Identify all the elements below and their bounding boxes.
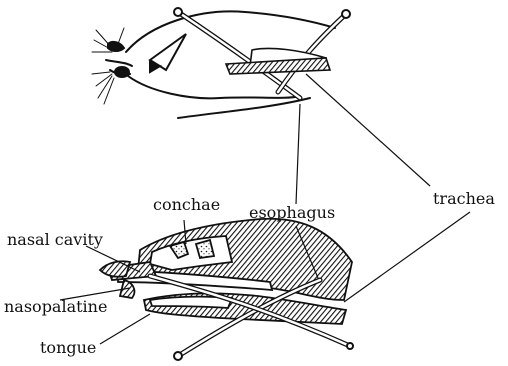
label-tongue: tongue [40, 340, 96, 356]
label-trachea: trachea [433, 191, 495, 207]
label-esophagus: esophagus [249, 205, 335, 221]
label-nasal-cavity: nasal cavity [7, 232, 103, 248]
top-tubes [226, 48, 330, 74]
label-conchae: conchae [153, 197, 220, 213]
label-nasopalatine: nasopalatine [4, 299, 107, 315]
trachea-leader [344, 212, 470, 302]
esophagus-top-leader [296, 104, 300, 204]
tongue-leader [100, 314, 150, 344]
trachea-top-leader [306, 74, 430, 186]
